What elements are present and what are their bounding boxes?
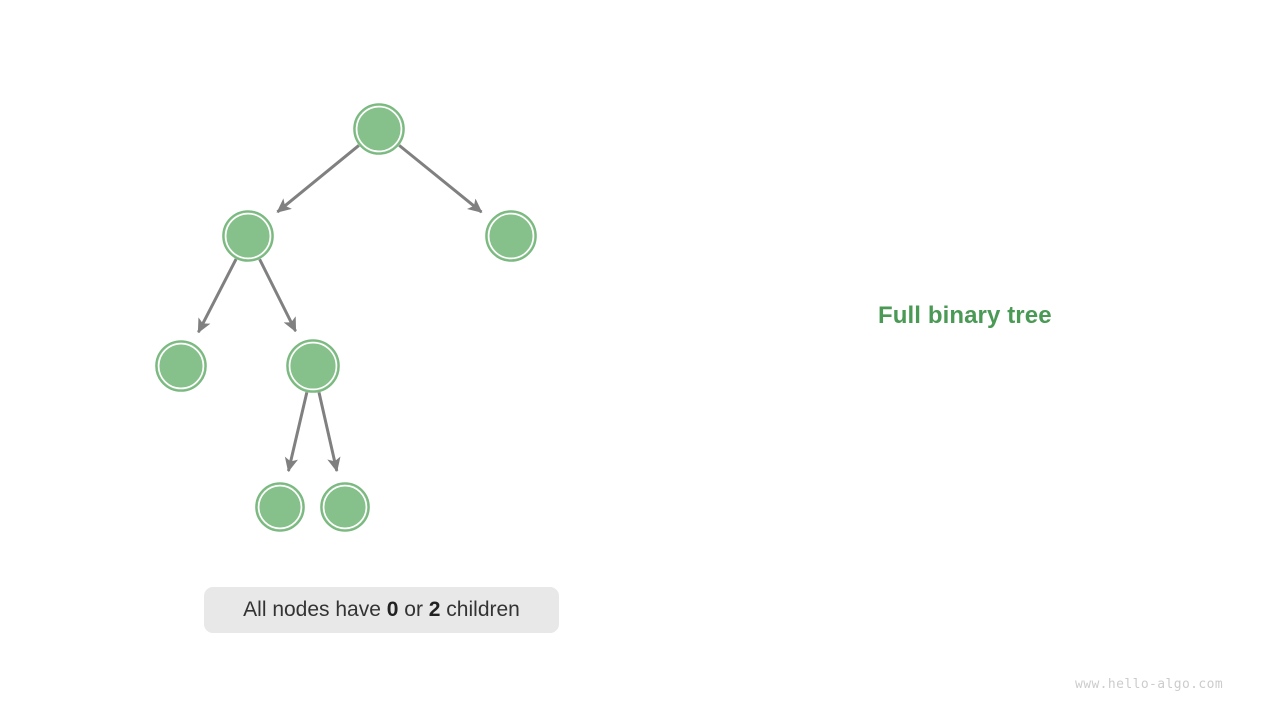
- page-title: Full binary tree: [878, 302, 1052, 329]
- tree-node: [485, 210, 537, 262]
- node-inner-gap: [257, 484, 303, 530]
- caption-bold-two: 2: [428, 598, 441, 621]
- node-inner-gap: [157, 342, 205, 390]
- caption-bold-zero: 0: [386, 598, 399, 621]
- node-disc: [357, 107, 401, 151]
- node-inner-gap: [224, 212, 272, 260]
- tree-edge: [398, 144, 483, 214]
- node-disc: [290, 343, 336, 389]
- node-disc: [159, 344, 203, 388]
- tree-edge: [276, 144, 360, 214]
- caption-text: All nodes have 0 or 2 children: [243, 598, 520, 622]
- watermark: www.hello-algo.com: [1075, 677, 1224, 692]
- node-inner-gap: [487, 212, 535, 260]
- caption-prefix: All nodes have: [243, 598, 387, 621]
- node-disc: [324, 486, 366, 528]
- edge-layer: [197, 144, 483, 473]
- caption-box: All nodes have 0 or 2 children: [204, 587, 559, 633]
- tree-edge: [284, 391, 309, 473]
- tree-edge: [317, 391, 341, 473]
- caption-suffix: children: [440, 598, 520, 621]
- tree-node: [353, 103, 405, 155]
- tree-node: [155, 340, 207, 392]
- tree-node: [222, 210, 274, 262]
- node-layer: [155, 103, 537, 532]
- tree-node: [255, 482, 305, 532]
- tree-node: [286, 339, 340, 393]
- tree-edge: [197, 258, 238, 334]
- node-disc: [226, 214, 270, 258]
- node-inner-gap: [322, 484, 368, 530]
- tree-edge: [258, 258, 297, 333]
- node-disc: [259, 486, 301, 528]
- node-disc: [489, 214, 533, 258]
- caption-middle: or: [398, 598, 429, 621]
- node-inner-gap: [288, 341, 338, 391]
- tree-node: [320, 482, 370, 532]
- node-inner-gap: [355, 105, 403, 153]
